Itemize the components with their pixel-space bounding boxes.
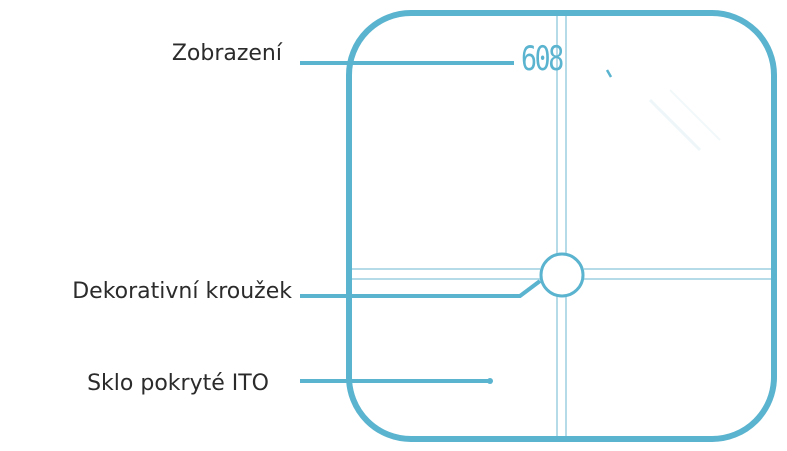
glare-line (648, 98, 702, 152)
ring-leader-line (300, 279, 542, 298)
decorative-ring (539, 252, 585, 298)
ito-glass-label: Sklo pokryté ITO (87, 371, 269, 396)
scale-body (346, 10, 777, 442)
glass-leader-dot (487, 378, 493, 384)
display-label: Zobrazení (171, 41, 282, 66)
glare-line (669, 89, 721, 141)
decorative-ring-label: Dekorativní kroužek (72, 279, 292, 304)
readout-tick (605, 69, 613, 78)
display-readout: 608 (521, 39, 564, 79)
